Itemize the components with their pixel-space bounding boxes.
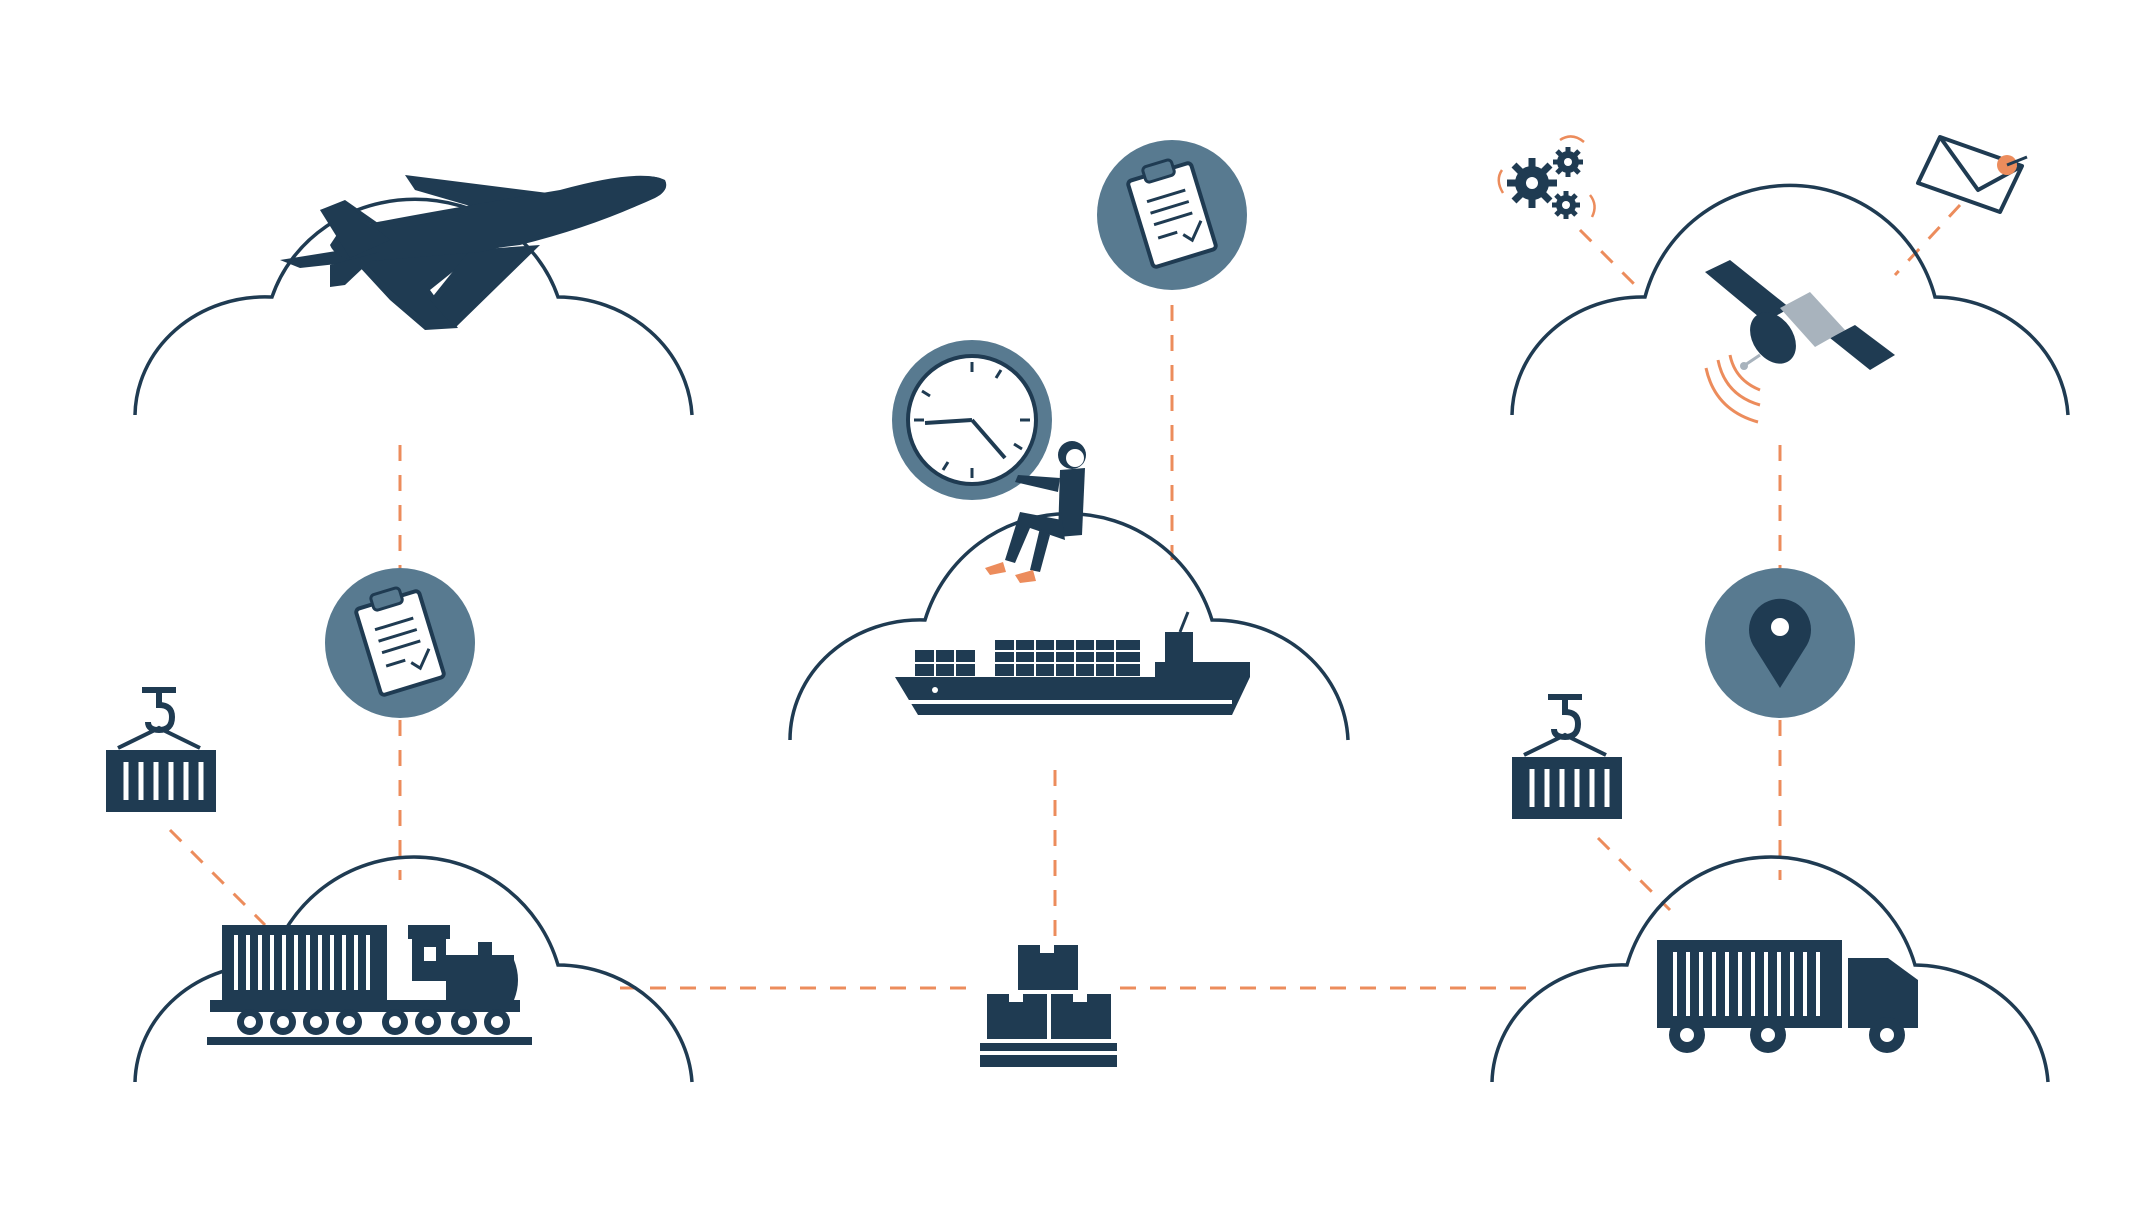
cloud-rail	[133, 855, 694, 1083]
cloud-road	[1490, 855, 2050, 1083]
clipboard-icon	[354, 586, 446, 697]
pallet-boxes-icon	[980, 945, 1117, 1067]
cloud-outlines	[133, 183, 2070, 1083]
satellite-icon	[1704, 260, 1895, 424]
signal-waves	[1704, 354, 1761, 424]
connector-crane-to-rail	[168, 828, 267, 927]
gears-icon	[1497, 135, 1596, 219]
cargo-ship-icon	[895, 611, 1250, 715]
envelope-icon	[1916, 135, 2028, 214]
crane-container-icon	[1512, 694, 1622, 819]
connector-gears-to-satellite	[1578, 228, 1642, 292]
crane-container-right	[1512, 694, 1622, 819]
connector-envelope-to-satellite	[1893, 203, 1962, 277]
ship-containers-main	[995, 640, 1140, 676]
crane-container-left	[106, 687, 216, 812]
location-pin-icon	[1749, 598, 1812, 688]
truck-icon	[1657, 940, 1918, 1053]
crane-container-icon	[106, 687, 216, 812]
clipboard-icon	[1126, 158, 1218, 269]
badge-timing	[892, 340, 1052, 500]
person-sitting-icon	[985, 441, 1086, 583]
connector-lines	[168, 203, 1962, 990]
ship-containers-small	[915, 650, 975, 676]
cloud-air	[133, 197, 694, 416]
badge-docs-center	[1097, 140, 1247, 290]
badge-tracking	[1705, 568, 1855, 718]
cloud-satellite	[1510, 183, 2070, 416]
clock-icon	[906, 354, 1038, 486]
badge-docs-left	[325, 568, 475, 718]
connector-crane-to-road	[1596, 836, 1672, 912]
airplane-icon	[280, 175, 667, 330]
freight-train-icon	[207, 925, 532, 1045]
